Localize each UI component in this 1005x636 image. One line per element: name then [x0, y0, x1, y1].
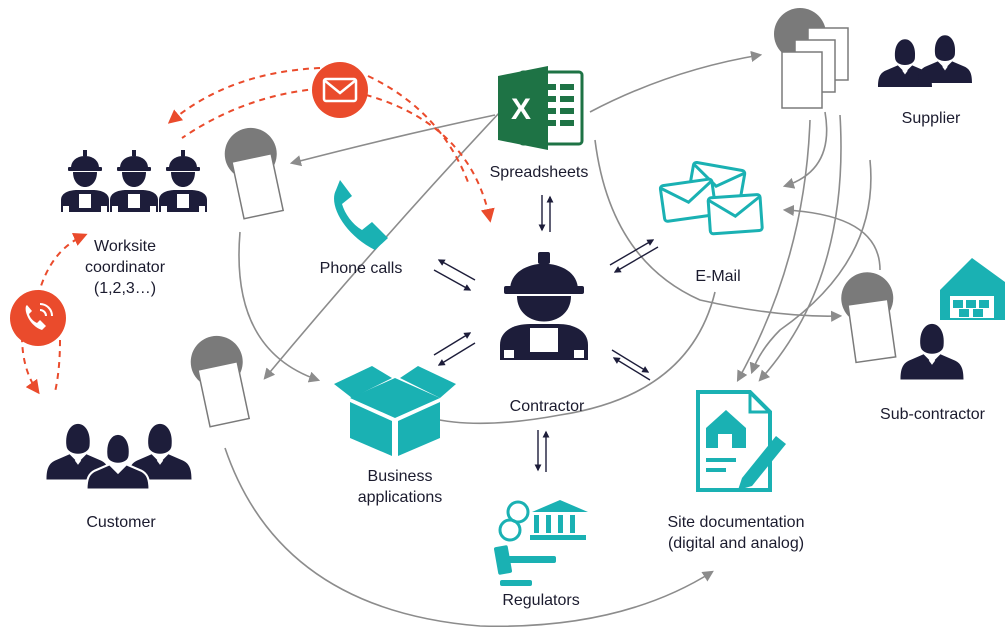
contractor-hardhat-icon	[500, 252, 588, 360]
label-customer: Customer	[86, 514, 156, 531]
label-email: E-Mail	[695, 268, 741, 285]
label-sub-contractor: Sub-contractor	[880, 406, 985, 423]
label-site-documentation: Site documentation (digital and analog)	[646, 512, 826, 554]
label-worksite-line3: (1,2,3…)	[93, 280, 157, 297]
arrow-customer-to-sitedoc	[224, 447, 714, 628]
label-worksite-line1: Worksite	[94, 238, 156, 255]
documents-supplier-stack	[774, 8, 849, 109]
email-envelopes-icon	[658, 160, 764, 236]
arrow-supplier-to-email	[782, 111, 828, 189]
bank-gavel-icon	[493, 500, 588, 586]
gray-connectors	[224, 50, 881, 628]
mail-badge-icon	[312, 62, 368, 118]
arrow-spreadsheet-to-supplier	[589, 50, 763, 113]
arrow-spreadsheet-to-worksite	[289, 114, 496, 167]
phone-handset-icon	[334, 180, 388, 250]
arrow-spreadsheet-to-customer	[263, 111, 501, 380]
orange-dashed-connectors	[21, 67, 495, 395]
label-regulators: Regulators	[502, 592, 580, 609]
arrow-supplier-to-sitedoc-2	[758, 114, 842, 382]
warehouse-and-person-icon	[900, 258, 1005, 380]
excel-spreadsheet-icon: X	[498, 66, 584, 150]
supplier-people-icon	[878, 35, 972, 87]
arrow-subcontractor-to-email	[782, 204, 881, 271]
arrow-subcontractor-to-sitedoc	[749, 159, 872, 375]
label-spreadsheets: Spreadsheets	[489, 164, 589, 181]
arrow-worksite-to-business	[238, 231, 321, 383]
worksite-coordinator-hardhats-icon	[61, 150, 207, 212]
double-arrows	[433, 195, 659, 472]
excel-letter: X	[511, 93, 531, 126]
site-document-icon	[696, 390, 786, 492]
label-contractor: Contractor	[509, 398, 585, 415]
customer-people-icon	[46, 423, 192, 491]
label-supplier: Supplier	[901, 110, 961, 127]
label-phone-calls: Phone calls	[319, 260, 403, 277]
arrow-email-to-business	[427, 291, 716, 426]
label-business-line1: Business	[367, 468, 433, 485]
label-business-applications: Business applications	[340, 466, 460, 508]
document-subcontractor	[837, 268, 903, 365]
phone-call-badge-icon	[10, 290, 66, 346]
label-worksite-line2: coordinator	[84, 259, 166, 276]
document-customer	[185, 330, 256, 429]
label-business-line2: applications	[357, 489, 443, 506]
label-sitedoc-line1: Site documentation	[667, 514, 805, 531]
arrow-spreadsheet-to-subcontractor	[594, 139, 843, 322]
label-worksite-coordinator: Worksite coordinator (1,2,3…)	[70, 236, 180, 299]
open-box-icon	[334, 366, 456, 456]
arrow-supplier-to-sitedoc-1	[736, 119, 811, 382]
document-worksite	[219, 122, 290, 221]
label-sitedoc-line2: (digital and analog)	[667, 535, 805, 552]
